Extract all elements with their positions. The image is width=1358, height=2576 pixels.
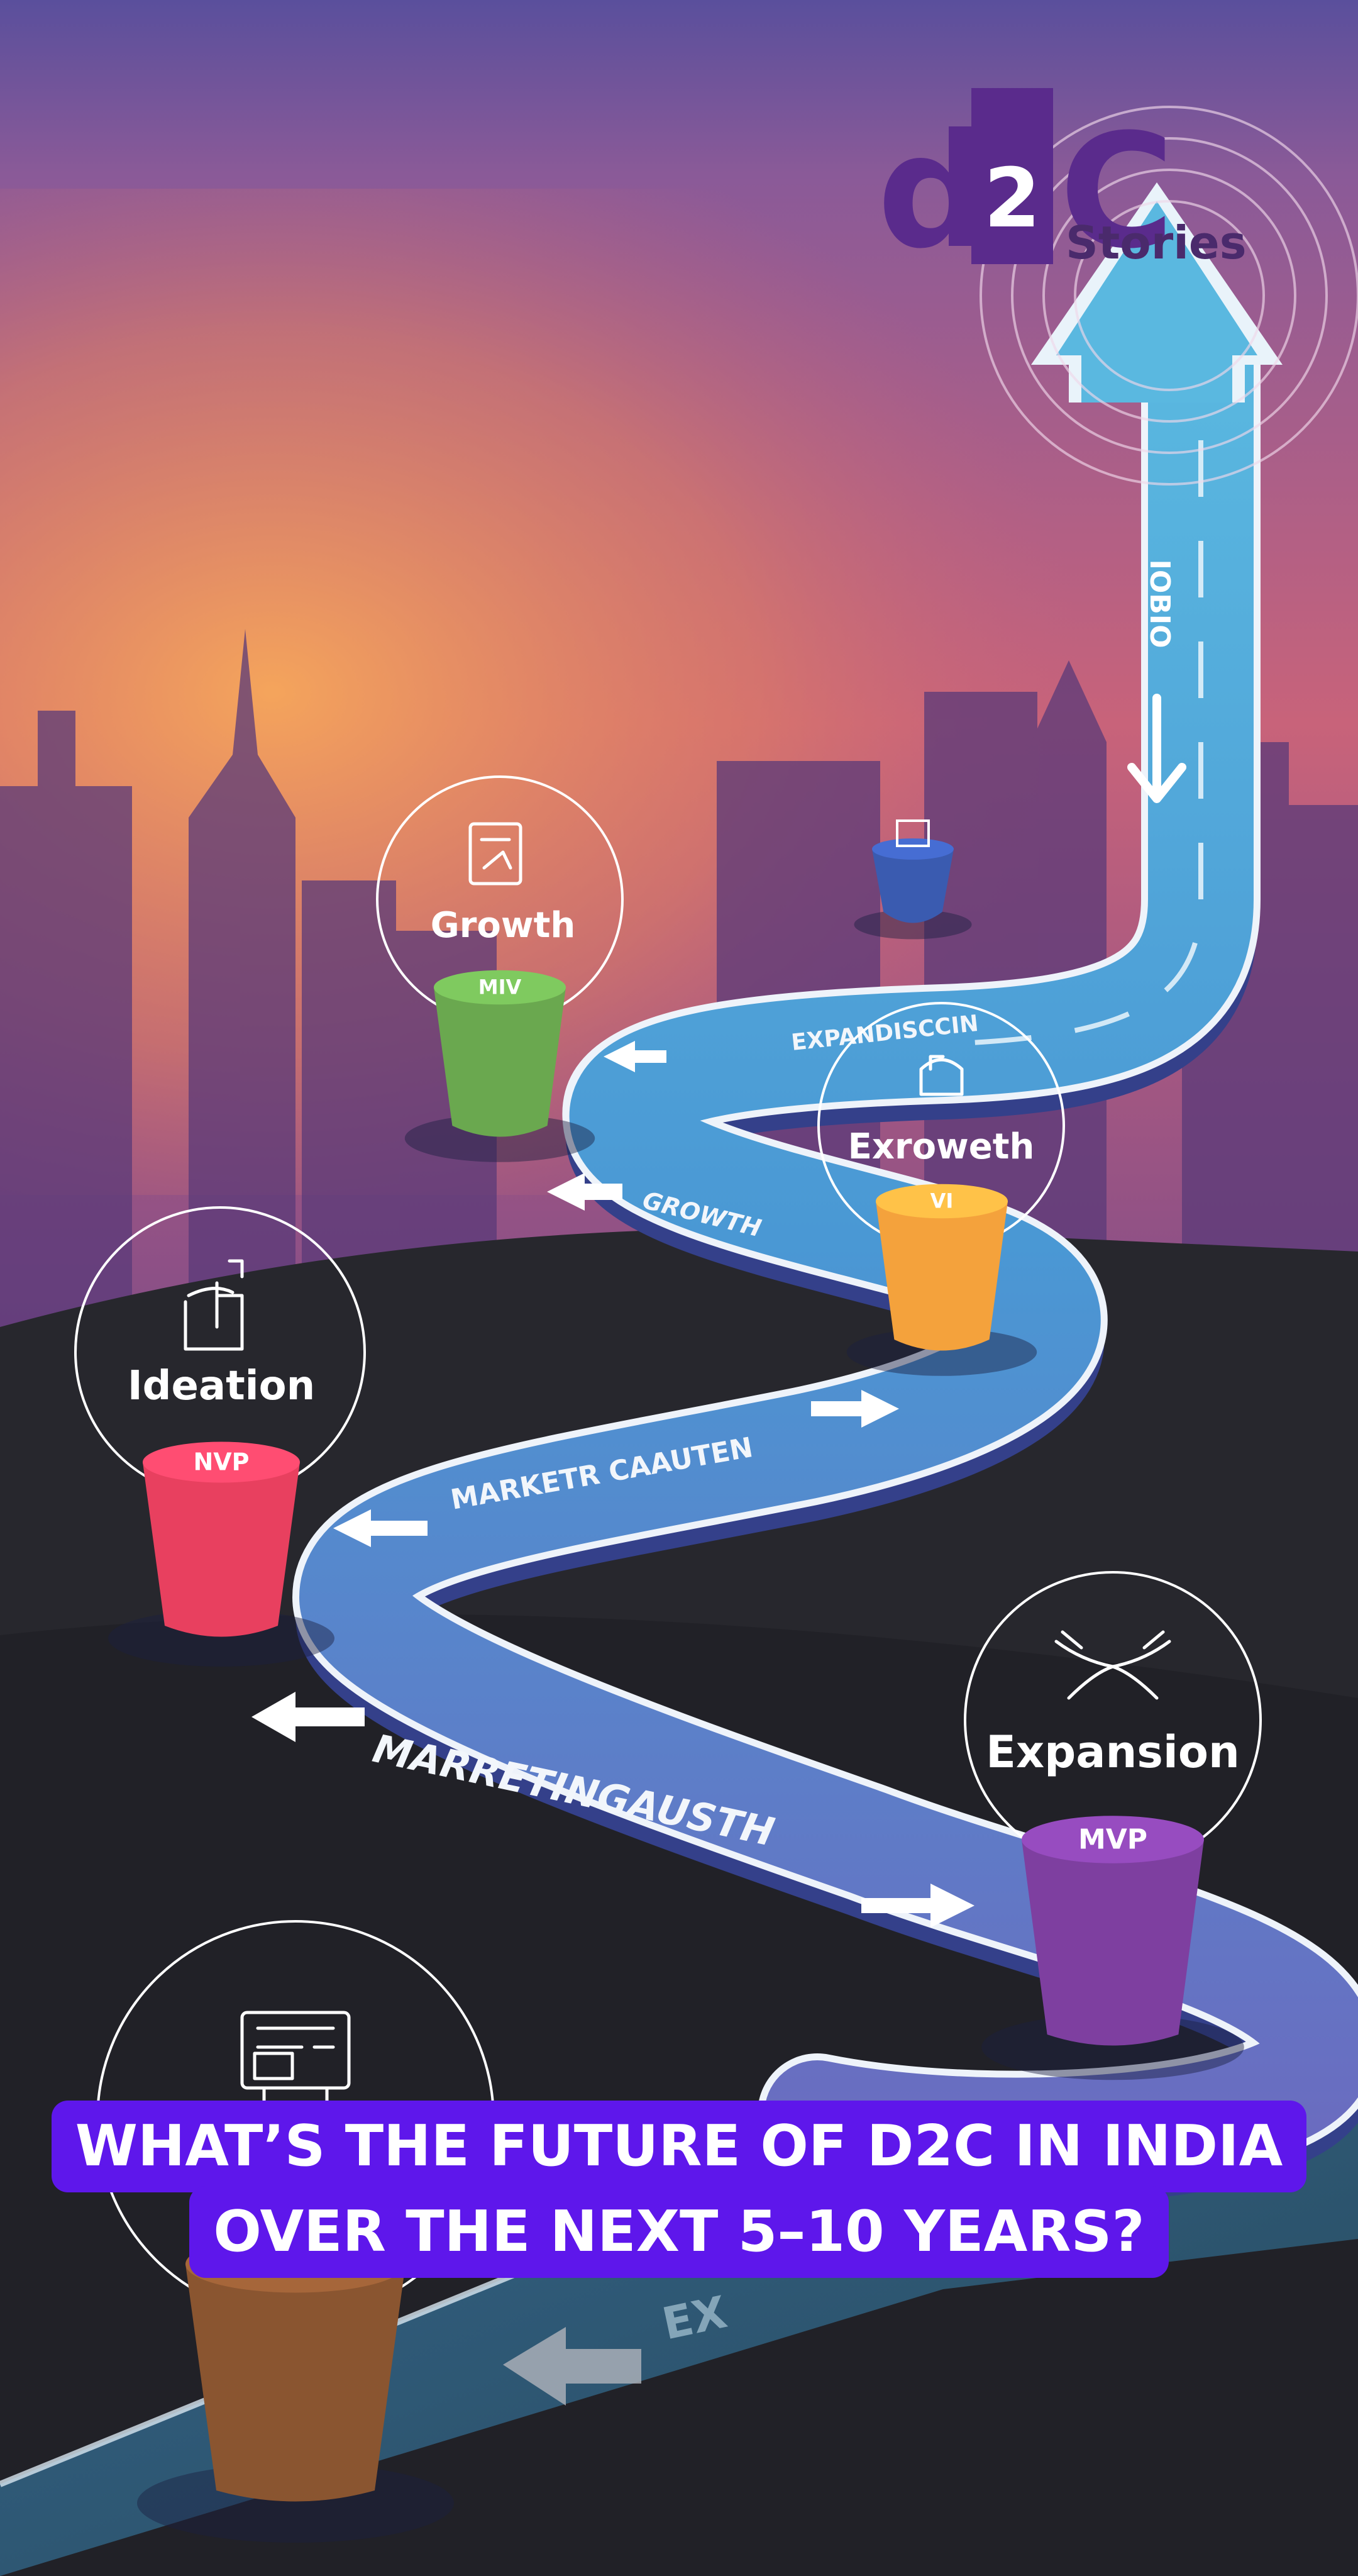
- growth-cup-rim: [434, 970, 566, 1005]
- headline-banner: WHAT’S THE FUTURE OF D2C IN INDIA OVER T…: [44, 2101, 1314, 2278]
- printer-icon: [240, 2011, 351, 2109]
- ideation-label: Ideation: [128, 1363, 315, 1409]
- exroweth-cup: VI: [846, 1184, 1037, 1376]
- expansion-label: Expansion: [986, 1726, 1240, 1778]
- road-surface: [299, 299, 1358, 2184]
- small-blue-cup-shadow: [854, 909, 972, 940]
- foreground-arrow: [503, 2327, 641, 2406]
- growth-icon: [468, 822, 522, 886]
- arrow-road-label: IOBIO: [1144, 559, 1176, 648]
- exroweth-cup-rim: [876, 1184, 1008, 1219]
- d2c-stories-logo: d 2 C Stories: [877, 88, 1247, 283]
- headline-line-1: WHAT’S THE FUTURE OF D2C IN INDIA: [44, 2101, 1314, 2192]
- small-blue-cup: [854, 838, 972, 940]
- expansion-cup: MVP: [981, 1816, 1244, 2080]
- growth-label: Growth: [431, 905, 575, 946]
- ideation-icon: [184, 1259, 244, 1351]
- exroweth-label: Exroweth: [848, 1126, 1035, 1167]
- start-cup-body: [185, 2264, 406, 2502]
- headline-line-2-text: OVER THE NEXT 5–10 YEARS?: [189, 2186, 1169, 2278]
- logo-number-2: 2: [983, 150, 1041, 246]
- expansion-icon: [1054, 1630, 1171, 1700]
- small-blue-cup-body: [872, 849, 954, 923]
- headline-line-1-text: WHAT’S THE FUTURE OF D2C IN INDIA: [51, 2101, 1307, 2192]
- exroweth-cup-body: [876, 1201, 1008, 1351]
- signal-rings: [980, 106, 1358, 486]
- road-arrows: [251, 1041, 974, 1928]
- expansion-cup-rim: [1022, 1816, 1204, 1863]
- small-blue-cup-rim: [872, 838, 954, 860]
- ideation-cup-body: [143, 1462, 300, 1637]
- growth-cup-label: MIV: [478, 975, 522, 999]
- ideation-cup: NVP: [108, 1441, 334, 1667]
- expansion-cup-label: MVP: [1078, 1824, 1147, 1856]
- headline-line-2: OVER THE NEXT 5–10 YEARS?: [44, 2186, 1314, 2278]
- arrow-head-fill: [1056, 201, 1257, 402]
- ideation-cup-rim: [143, 1441, 300, 1483]
- growth-cup-shadow: [404, 1114, 595, 1162]
- logo-box: [971, 88, 1053, 264]
- exroweth-cup-label: VI: [930, 1189, 954, 1213]
- logo-letter-c: C: [1059, 100, 1175, 283]
- logo-stories-text: Stories: [1066, 216, 1247, 269]
- small-cup-icon: [896, 819, 930, 847]
- ideation-cup-label: NVP: [193, 1448, 249, 1476]
- exroweth-icon: [919, 1055, 964, 1096]
- down-arrow-icon: [1127, 694, 1186, 803]
- expansion-cup-body: [1022, 1840, 1204, 2046]
- growth-cup: MIV: [404, 970, 595, 1162]
- growth-cup-body: [434, 987, 566, 1137]
- logo-letter-d: d: [877, 100, 990, 283]
- road-centre-line: [942, 440, 1203, 1046]
- exroweth-cup-shadow: [846, 1328, 1037, 1376]
